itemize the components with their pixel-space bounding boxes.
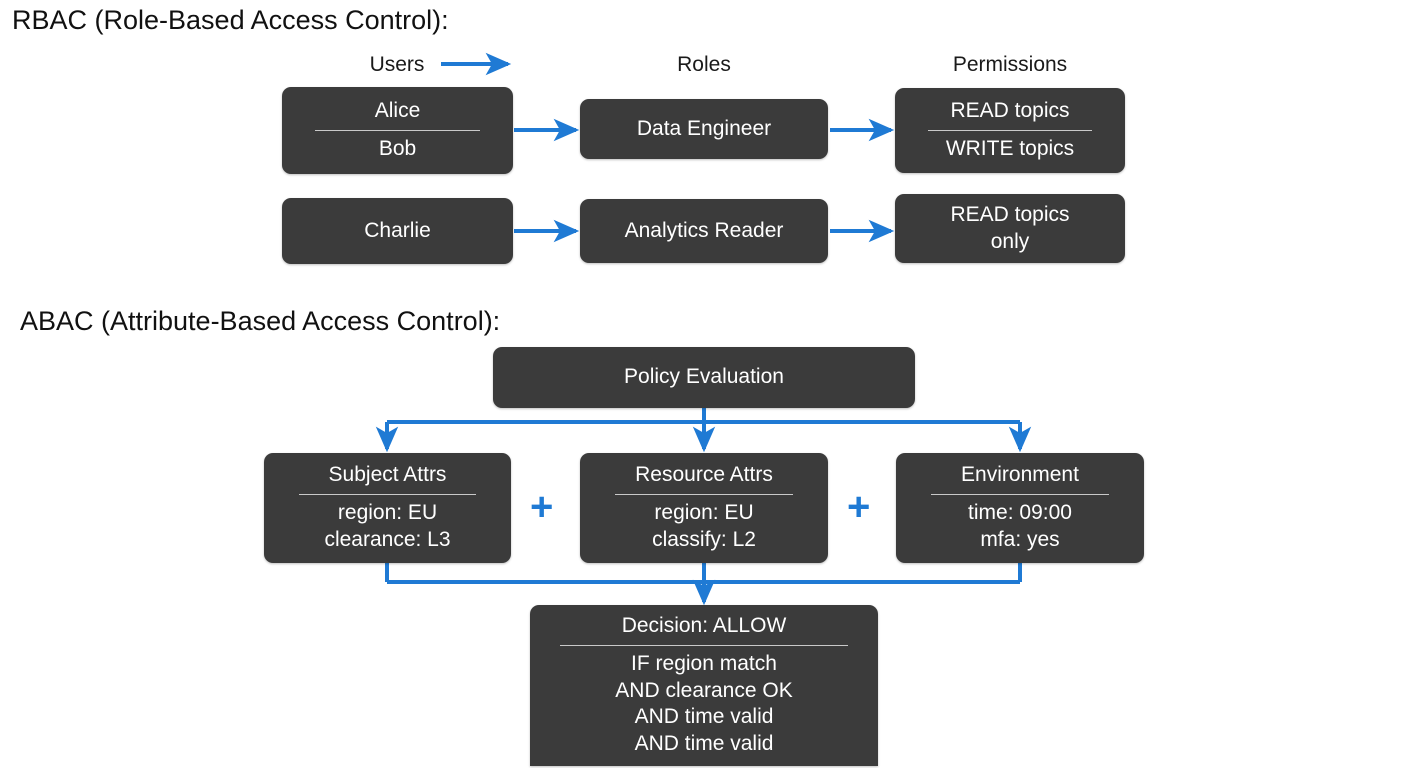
rbac-heading: RBAC (Role-Based Access Control):: [12, 5, 449, 35]
node-title: Charlie: [364, 218, 431, 242]
node-title: Decision: ALLOW: [621, 613, 787, 637]
node-body-line: Bob: [378, 137, 417, 160]
node-title: Analytics Reader: [624, 218, 784, 242]
operator-plus-2: +: [847, 485, 871, 529]
node-body-line: WRITE topics: [945, 137, 1075, 160]
node-body-line: AND clearance OK: [615, 678, 793, 702]
column-label-roles: Roles: [677, 53, 731, 76]
column-label-users: Users: [369, 53, 425, 76]
node-body-line: region: EU: [337, 501, 438, 525]
node-body-line: AND time valid: [634, 705, 774, 729]
node-body-line: AND time valid: [634, 732, 774, 756]
node-title: READ topics: [950, 99, 1070, 123]
node-body-line: only: [990, 229, 1030, 253]
abac-heading: ABAC (Attribute-Based Access Control):: [20, 306, 501, 336]
node-body-line: region: EU: [654, 501, 754, 525]
node-title: Resource Attrs: [635, 463, 773, 487]
node-policy-evaluation[interactable]: Policy Evaluation: [493, 347, 915, 408]
node-body-line: IF region match: [631, 651, 777, 675]
node-title: Environment: [961, 463, 1079, 487]
node-body: region: EU clearance: L3: [324, 500, 450, 554]
column-label-permissions: Permissions: [952, 53, 1068, 76]
node-body-line: mfa: yes: [980, 527, 1060, 551]
node-divider: [931, 494, 1109, 496]
node-title: Alice: [374, 99, 421, 123]
node-divider: [615, 494, 793, 496]
node-body-line: time: 09:00: [968, 501, 1072, 525]
node-permission-read-write[interactable]: READ topics WRITE topics: [895, 88, 1125, 173]
node-decision-allow[interactable]: Decision: ALLOW IF region match AND clea…: [530, 605, 878, 766]
node-subject-attrs[interactable]: Subject Attrs region: EU clearance: L3: [264, 453, 511, 563]
node-divider: [928, 130, 1092, 131]
node-title: Policy Evaluation: [624, 365, 784, 389]
node-role-data-engineer[interactable]: Data Engineer: [580, 99, 828, 159]
node-permission-read-only[interactable]: READ topics only: [895, 194, 1125, 263]
node-body-line: clearance: L3: [324, 527, 451, 551]
node-divider: [559, 644, 849, 646]
node-divider: [315, 130, 480, 131]
node-users-charlie[interactable]: Charlie: [282, 198, 513, 264]
node-body-line: classify: L2: [652, 527, 756, 551]
node-title: Subject Attrs: [328, 463, 447, 487]
node-users-alice-bob[interactable]: Alice Bob: [282, 87, 513, 174]
node-title: Data Engineer: [636, 116, 772, 140]
node-title: READ topics: [950, 202, 1070, 226]
node-body: time: 09:00 mfa: yes: [968, 500, 1072, 554]
node-body: IF region match AND clearance OK AND tim…: [615, 651, 792, 759]
node-role-analytics-reader[interactable]: Analytics Reader: [580, 199, 828, 263]
node-divider: [298, 494, 477, 496]
operator-plus-1: +: [530, 485, 554, 529]
node-body: region: EU classify: L2: [652, 500, 756, 554]
node-environment-attrs[interactable]: Environment time: 09:00 mfa: yes: [896, 453, 1144, 563]
node-resource-attrs[interactable]: Resource Attrs region: EU classify: L2: [580, 453, 828, 563]
